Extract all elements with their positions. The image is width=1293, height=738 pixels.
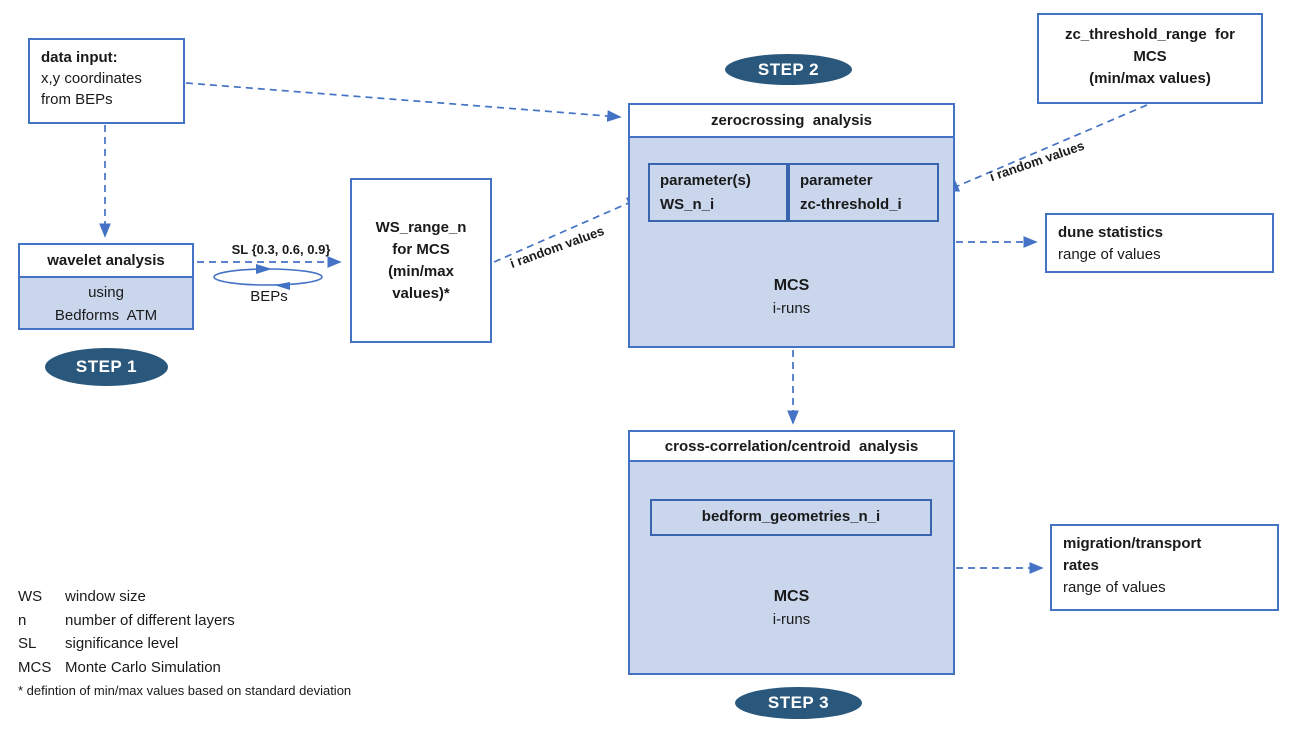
parameter-zc-box: parameter zc-threshold_i bbox=[788, 163, 939, 222]
legend-abbr-n: n bbox=[18, 611, 27, 629]
migration-title-line2: rates bbox=[1063, 557, 1099, 574]
arrow-wsrange-to-parameter bbox=[493, 197, 642, 263]
parameter-ws-line1: parameter(s) bbox=[660, 172, 751, 189]
zc-range-line3: (min/max values) bbox=[1089, 70, 1211, 87]
crosscorr-mcs-runs: i-runs bbox=[772, 611, 811, 628]
zc-range-line1: zc_threshold_range for bbox=[1064, 26, 1236, 43]
step2-badge: STEP 2 bbox=[725, 54, 852, 85]
crosscorr-mcs-title: MCS bbox=[773, 588, 810, 605]
loop-icon-beps bbox=[213, 264, 323, 290]
ws-range-line1: WS_range_n bbox=[375, 219, 467, 236]
wavelet-analysis-header: wavelet analysis bbox=[20, 245, 192, 278]
legend-abbr-sl: SL bbox=[18, 635, 37, 652]
legend-abbr-mcs: MCS bbox=[18, 658, 52, 676]
zerocrossing-header: zerocrossing analysis bbox=[630, 105, 953, 138]
data-input-line1: x,y coordinates bbox=[41, 70, 142, 87]
legend-def-ws: window size bbox=[65, 588, 146, 605]
legend-def-sl: significance level bbox=[65, 635, 179, 652]
random-values-label-right: i random values bbox=[987, 137, 1087, 185]
step3-badge: STEP 3 bbox=[735, 687, 862, 719]
crosscorr-header: cross-correlation/centroid analysis bbox=[630, 432, 953, 462]
legend-def-mcs: Monte Carlo Simulation bbox=[65, 658, 221, 676]
ws-range-line2: for MCS bbox=[392, 241, 450, 258]
dune-statistics-box: dune statistics range of values bbox=[1045, 213, 1274, 273]
footnote: * defintion of min/max values based on s… bbox=[18, 683, 352, 698]
wavelet-body-line1: using bbox=[88, 284, 124, 301]
crosscorr-analysis-box: cross-correlation/centroid analysis bedf… bbox=[628, 430, 955, 675]
legend-row-ws: WS window size bbox=[18, 585, 438, 609]
wavelet-body-line2: Bedforms ATM bbox=[54, 307, 158, 324]
parameter-ws-line2: WS_n_i bbox=[660, 196, 715, 213]
zerocrossing-analysis-box: zerocrossing analysis parameter(s) WS_n_… bbox=[628, 103, 955, 348]
migration-rates-box: migration/transport rates range of value… bbox=[1050, 524, 1279, 611]
random-values-label-left: i random values bbox=[507, 223, 607, 271]
legend-row-mcs: MCS Monte Carlo Simulation bbox=[18, 656, 438, 680]
ws-range-line3: (min/max bbox=[388, 263, 454, 280]
legend-def-n: number of different layers bbox=[65, 611, 235, 629]
legend-row-n: n number of different layers bbox=[18, 609, 438, 633]
sl-edge-label: SL {0.3, 0.6, 0.9} bbox=[231, 242, 331, 257]
parameter-zc-line1: parameter bbox=[800, 172, 873, 189]
data-input-line2: from BEPs bbox=[41, 91, 113, 108]
migration-title-line1: migration/transport bbox=[1063, 535, 1202, 552]
arrow-datainput-to-zerocrossing bbox=[185, 82, 622, 122]
ws-range-box: WS_range_n for MCS (min/max values)* bbox=[350, 178, 492, 343]
zerocrossing-mcs-runs: i-runs bbox=[772, 300, 811, 317]
zerocrossing-mcs-title: MCS bbox=[773, 277, 810, 294]
ws-range-line4: values)* bbox=[392, 285, 450, 302]
zc-threshold-range-box: zc_threshold_range for MCS (min/max valu… bbox=[1037, 13, 1263, 104]
parameter-zc-line2: zc-threshold_i bbox=[800, 196, 902, 213]
wavelet-analysis-box: wavelet analysis using Bedforms ATM bbox=[18, 243, 194, 330]
wavelet-analysis-body: using Bedforms ATM bbox=[20, 278, 192, 327]
legend: WS window size n number of different lay… bbox=[18, 585, 438, 679]
zc-range-line2: MCS bbox=[1133, 48, 1167, 65]
crosscorr-mcs-label: MCS i-runs bbox=[630, 585, 953, 631]
dune-statistics-title: dune statistics bbox=[1058, 224, 1164, 241]
beps-edge-label: BEPs bbox=[250, 288, 288, 305]
zerocrossing-mcs-label: MCS i-runs bbox=[630, 274, 953, 320]
migration-subtitle: range of values bbox=[1063, 579, 1166, 596]
parameter-ws-box: parameter(s) WS_n_i bbox=[648, 163, 788, 222]
bedform-geometries-box: bedform_geometries_n_i bbox=[650, 499, 932, 536]
legend-row-sl: SL significance level bbox=[18, 632, 438, 656]
step1-badge: STEP 1 bbox=[45, 348, 168, 386]
legend-abbr-ws: WS bbox=[18, 588, 43, 605]
data-input-box: data input: x,y coordinates from BEPs bbox=[28, 38, 185, 124]
data-input-title: data input: bbox=[41, 49, 118, 66]
dune-statistics-subtitle: range of values bbox=[1058, 246, 1161, 263]
arrow-zcrange-to-parameter bbox=[944, 104, 1148, 192]
